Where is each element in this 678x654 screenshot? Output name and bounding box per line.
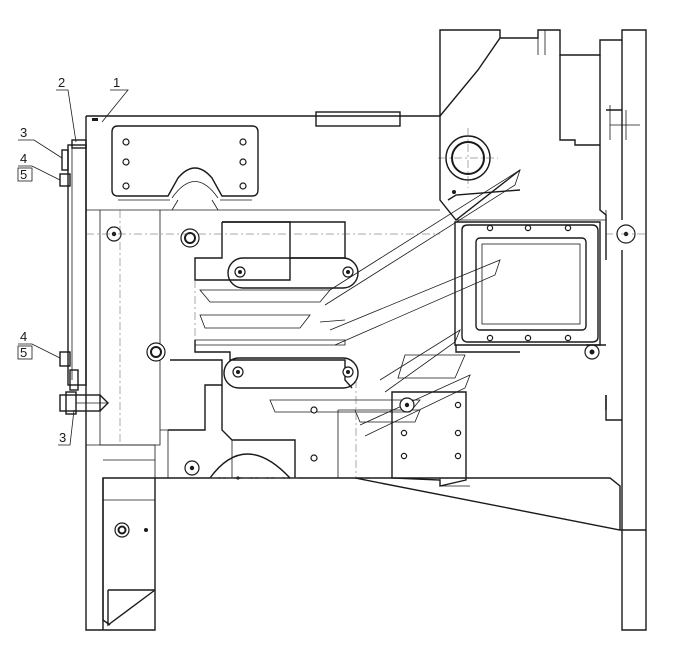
centre-lines [86,210,646,479]
left-cover [59,139,109,415]
callout-label-4-top: 4 [20,151,27,166]
slot-lower [223,357,359,389]
callout-label-2: 2 [58,75,65,90]
lower-mounting-plate [391,391,467,487]
callout-label-3-bottom: 3 [59,430,66,445]
mid-body-profile [168,221,355,479]
callout-label-5-bottom: 5 [20,345,27,360]
callout-4-5-bottom: 4 5 [17,329,61,360]
callout-4-5-top: 4 5 [17,151,61,182]
callout-2: 2 [56,75,77,143]
housing-outline [85,29,647,631]
top-inspection-cover [92,111,401,211]
mounting-holes [106,224,636,538]
callout-label-4-bottom: 4 [20,329,27,344]
callout-3-top: 3 [18,125,63,159]
right-window [454,221,606,360]
slot-upper [227,257,359,289]
callout-label-5-top: 5 [20,167,27,182]
upper-bearing-bore [438,116,607,221]
callout-3-bottom: 3 [58,409,75,446]
callout-1: 1 [101,75,129,123]
section-hatching [195,169,521,437]
main-body-inner [86,209,440,478]
callout-label-1: 1 [113,75,120,90]
callout-label-3-top: 3 [20,125,27,140]
